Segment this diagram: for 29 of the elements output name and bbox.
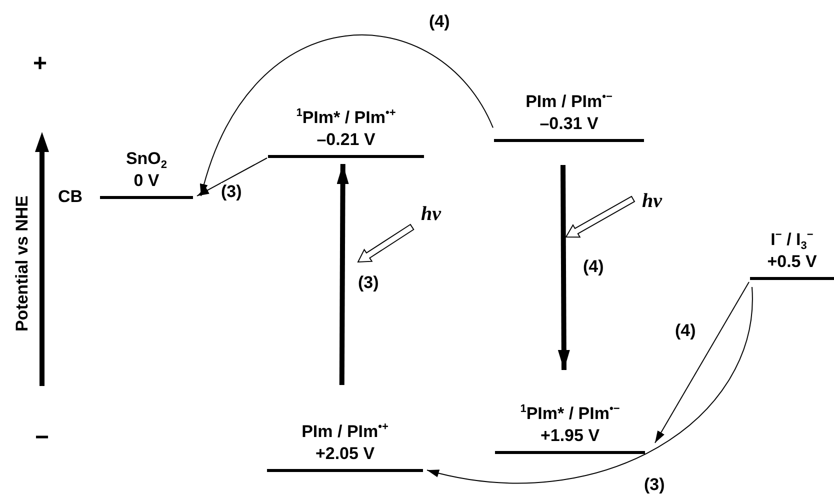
edge-label: (4)	[583, 258, 604, 275]
photon-label: hν	[642, 191, 662, 211]
axis-sign: +	[33, 52, 48, 76]
arrow	[426, 286, 752, 484]
photon-label: hν	[421, 204, 441, 224]
level-label: PIm / PIm$^{•+}$	[302, 421, 388, 443]
level-label: +0.5 V	[767, 251, 817, 273]
arrow	[336, 164, 349, 386]
level-label: 0 V	[134, 170, 160, 192]
level-label: $^{1}$PIm* / PIm$^{•−}$	[520, 403, 620, 425]
edge-label: (3)	[644, 476, 665, 493]
arrow	[558, 164, 570, 370]
level-label: –0.31 V	[540, 113, 598, 135]
edge-label: (4)	[429, 13, 450, 30]
axis-title: Potential vs NHE	[14, 194, 30, 334]
band-label: CB	[58, 188, 83, 205]
arrow	[196, 158, 268, 196]
edge-label: (3)	[221, 183, 242, 200]
level-label: PIm / PIm$^{•−}$	[526, 91, 612, 113]
edge-label: (4)	[675, 322, 696, 339]
level-label: +2.05 V	[315, 443, 375, 465]
level-label: $^{1}$PIm* / PIm$^{•+}$	[296, 107, 396, 129]
edge-label: (3)	[358, 274, 379, 291]
arrow	[200, 35, 494, 196]
arrow	[654, 282, 750, 444]
axis-sign: −	[35, 426, 50, 450]
level-label: +1.95 V	[540, 425, 600, 447]
level-label: –0.21 V	[316, 129, 376, 151]
level-label: SnO$_{2}$	[126, 148, 168, 170]
